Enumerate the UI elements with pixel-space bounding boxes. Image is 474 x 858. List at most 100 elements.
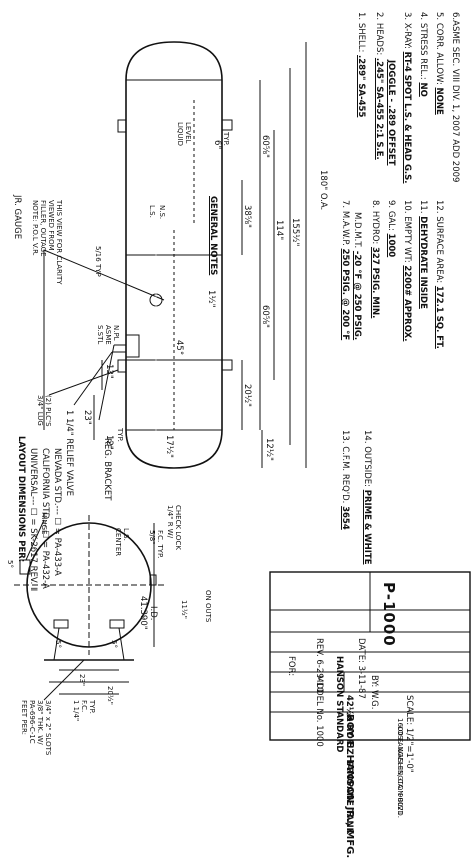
ns-label: N.S. [158,205,166,220]
dim-20-text: 20½" [242,384,252,407]
fc-bottom-2: F.C. [80,700,88,713]
jr-gauge-label: JR. GAUGE [12,195,22,240]
fc-bottom-1: 1 1/4" [72,700,80,722]
dim-60a-text: 60⅝" [260,135,270,158]
note-2: 2. HEADS: .245" SA-455 2:1 S.E. [374,12,384,160]
note-8: 8. HYDRO: 327 PSIG. MIN. [370,200,380,319]
note-7: 7. M.A.W.P. 250 PSIG. @ 200 °F [340,200,350,341]
end-view-5deg-b: 5° [54,640,62,648]
dim-38-text: 38⅝" [242,205,252,228]
note-7b: M.D.M.T. -20 °F @ 250 PSIG. [352,212,362,341]
title-date: DATE: 3-11-87 [356,638,366,699]
end-view-11: 11½" [180,600,188,619]
dim-12-b: 12" [104,435,114,450]
end-view-center-1: CENTER [114,528,122,557]
leader-lug [48,369,119,396]
note-10: 10. EMPTY WT: 2200# APPROX. [402,200,412,342]
lug-left [221,119,233,131]
end-view-foot-leg-1 [118,627,125,661]
dim-12-text: 12½" [264,438,274,461]
dim-60b-text: 60⅝" [260,305,270,328]
feet-per-1: FEET PER: [20,700,28,736]
title-by: BY: W.G. [369,675,379,710]
note-14: 14. OUTSIDE: PRIME & WHITE [362,430,372,565]
leader-jr-gauge [43,249,165,301]
end-view-foot-top [109,619,125,629]
leader-reg [98,344,115,421]
note-line-1: NOTE: P.O.L V.R. [31,200,39,256]
end-view-fitting [19,559,31,575]
dim-6-text: 6" [212,140,222,150]
check-lock-1: 1/4" R W/ [166,505,174,539]
general-notes-title: GENERAL NOTES [208,196,218,276]
typ-label-2: TYP. [116,428,124,442]
drawing-linework [14,41,471,741]
title-address-2: LOS ANGELES, CA. 90021 [396,726,404,816]
drawing-number: P-1000 [380,582,398,647]
feet-per-4: 3/4" x 2" SLOTS [44,700,52,756]
on-outs: ON OUTS [204,590,212,623]
end-view-id-2: I.D. [148,606,158,621]
end-view-5deg-c: 5° [6,560,14,568]
feet-per-3: 3/8" THK. W/ [36,700,44,745]
title-model: MODEL No. 1000 [314,675,324,747]
title-scale: SCALE: 1/2"=1'-0" [404,695,414,773]
relief-valve-label: 1 1/4" RELIEF VALVE [64,410,74,496]
feet-per-2: PA-696-C-1C [28,700,36,744]
note-line-3: VIEWED FROM [47,200,55,251]
note-3: 3. X-RAY: RT-4 SPOT L.S. & HEAD G.S. [402,12,412,184]
end-view-23: 23" [78,674,86,687]
dim-17-text: 17½" [164,435,174,458]
liquid-level-2: LEVEL [184,122,192,144]
dim-114-text: 114" [274,220,284,241]
note-12: 12. SURFACE AREA: 172.1 SQ. FT. [434,200,444,349]
ls-label: L.S. [148,205,156,218]
dim-45-text: 45° [174,340,184,356]
foot-right [117,359,127,373]
drawing-canvas: LAYOUT DIMENSIONS PER: UNIVERSAL--- ☐ = … [6,12,471,858]
end-view-leader-feet [43,659,85,701]
drawing-sheet: LAYOUT DIMENSIONS PER: UNIVERSAL--- ☐ = … [6,12,471,858]
weld-note: 5/16 TYP [94,246,102,277]
dim-13-text: 13" [104,364,114,379]
note-5: 5. CORR. ALLOW: NONE [434,12,444,115]
title-for: FOR: [286,656,296,677]
note-2b: JOGGLE - .289 OFFSET [386,60,396,166]
liquid-level-1: LIQUID [176,122,184,147]
leader-relief [73,351,113,406]
lug-right [221,359,233,371]
lug-label-2: (2) PLC'S [44,395,52,427]
end-view-foot-bottom [53,619,69,629]
layout-note-nevada: NEVADA STD.--- ☐ = PA-433-A [52,448,62,576]
dim-23-text: 23" [82,410,92,425]
layout-note-title: LAYOUT DIMENSIONS PER: [16,436,26,563]
sstl-label-3: N.PL [112,325,120,341]
lug-label-1: 3/4" LUG [36,395,44,426]
fc-top-1: 5/8" [148,530,156,545]
end-view-lug [149,574,157,586]
sstl-label-2: ASME [104,325,112,345]
dim-155-text: 155½" [290,218,300,247]
end-view-center-2: L.S. [122,528,130,541]
dim-overall-text: 180" O.A. [318,170,328,211]
end-view-20: 20½" [106,686,114,705]
note-1: 1. SHELL: .289" SA-455 [356,12,366,118]
note-11: 11. DEHYDRATE INSIDE [418,200,428,309]
note-13: 13. C.F.M. REQ'D. 3654 [340,430,350,530]
end-view-foot-leg-2 [53,627,60,661]
fitting-block [125,334,140,358]
note-6: 6.ASME SEC. VIII DIV. 1, 2007 ADD 2009 [450,12,460,183]
note-9: 9. GAL: 1000 [386,200,396,258]
typ-label-1: TYP. [222,132,230,146]
check-lock-2: CHECK LOCK [174,505,182,550]
note-4: 4. STRESS REL.: NO [418,12,428,97]
note-line-4: THIS VIEW FOR CLARITY [55,200,63,285]
foot-left [117,119,127,133]
fc-top-2: F.C. TYP. [156,530,164,559]
title-customer: HANSON STANDARD [334,656,344,753]
note-line-2: FILLER, OUTAGE [39,200,47,257]
end-view-hinge: HINGE [40,512,48,535]
title-company: ROY E. HANSON JR., MFG. [344,714,355,858]
dim-1-text: 1½" [206,290,216,308]
layout-note-universal: UNIVERSAL--- ☐ = SK-2617 REV. Ⅱ [28,448,38,592]
